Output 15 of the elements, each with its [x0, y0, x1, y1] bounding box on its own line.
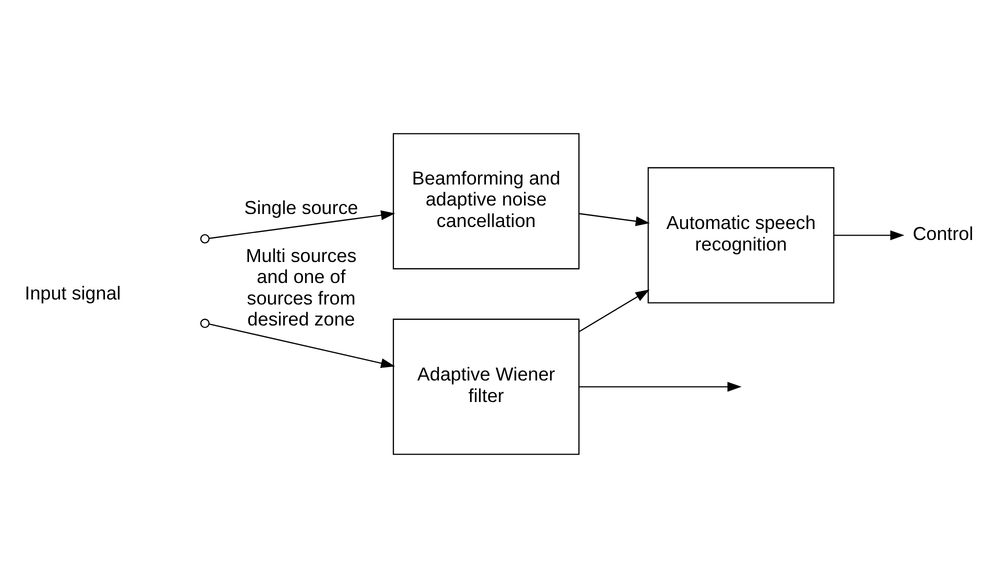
node-text: Input signal: [24, 282, 121, 304]
arrow: [209, 210, 396, 239]
edge-label: Single source: [244, 196, 358, 218]
arrow: [579, 382, 742, 392]
node-box: Beamforming and adaptive noise cancellation: [392, 133, 580, 270]
node-box: Adaptive Wiener filter: [392, 318, 580, 455]
node-circle: [200, 318, 210, 328]
node-box: Automatic speech recognition: [648, 167, 834, 304]
node-circle: [200, 234, 210, 244]
arrow: [209, 324, 396, 368]
arrow: [834, 230, 904, 240]
node-text: Control: [912, 222, 974, 244]
edge-label: Multi sources and one of sources from desired zone: [246, 245, 357, 330]
arrow: [578, 289, 650, 332]
arrow: [579, 213, 650, 226]
